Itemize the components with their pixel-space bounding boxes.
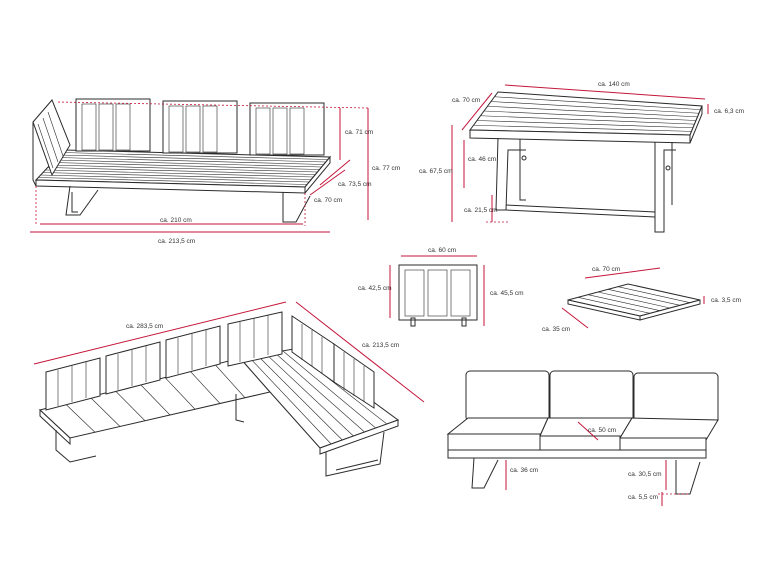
cushioned-sofa-figure: ca. 50 cm ca. 36 cm ca. 30,5 cm ca. 5,5 … [446, 370, 719, 506]
slat-line [494, 96, 701, 110]
cushioned-seat-cushions [446, 417, 719, 455]
table-top-thickness-label: ca. 6,3 cm [714, 108, 744, 115]
slat-line [214, 364, 246, 398]
corner-sofa-figure: ca. 283,5 cm ca. 213,5 cm [33, 301, 425, 477]
slat-line [617, 286, 691, 303]
sofa-dimensions [30, 101, 369, 233]
sofa-total-height-label: ca. 77 cm [372, 165, 400, 172]
sofa-backrest-1 [75, 98, 151, 152]
sofa-figure: ca. 71 cm ca. 77 cm ca. 73,5 cm ca. 70 c… [30, 98, 400, 245]
table-figure: ca. 140 cm ca. 70 cm ca. 6,3 cm ca. 67,5… [419, 81, 744, 233]
slat-line [64, 403, 96, 433]
cushioned-dimensions [505, 421, 690, 506]
slat-line [483, 110, 697, 121]
slat-line [40, 174, 310, 183]
sofa-backrest-2 [162, 100, 238, 154]
slat-line [476, 120, 694, 129]
cushioned-frame [447, 449, 707, 495]
slat-line [473, 124, 692, 132]
cushioned-leg-height-label: ca. 36 cm [510, 467, 538, 474]
slat-line [139, 383, 171, 416]
slat-line [189, 370, 221, 404]
slat-line [265, 353, 354, 437]
table-dimensions [451, 84, 709, 223]
sofa-depth-outer-label: ca. 73,5 cm [338, 181, 372, 188]
cushioned-foot-height-label: ca. 5,5 cm [628, 494, 658, 501]
corner-short-side-label: ca. 213,5 cm [362, 342, 399, 349]
slat-line [114, 390, 146, 421]
cushioned-back-cushions [465, 370, 719, 424]
slat-line [256, 354, 343, 441]
cushioned-seat-height-label: ca. 30,5 cm [628, 471, 662, 478]
slat-line [42, 172, 312, 180]
sofa-backrest-height-label: ca. 71 cm [345, 129, 373, 136]
slat-line [56, 157, 324, 165]
sofa-depth-inner-label: ca. 70 cm [314, 197, 342, 204]
table-foot-height-label: ca. 21,5 cm [464, 207, 498, 214]
slat-line [89, 396, 121, 427]
sofa-length-inner-label: ca. 210 cm [160, 217, 192, 224]
slat-line [490, 101, 700, 114]
table-depth-label: ca. 70 cm [452, 97, 480, 104]
corner-dimensions [33, 301, 425, 403]
table-top [469, 91, 703, 144]
slat-line [54, 159, 322, 168]
sofa-seat [34, 149, 332, 195]
cushioned-seat-depth-label: ca. 50 cm [588, 427, 616, 434]
slat-line [59, 154, 326, 163]
board-width-label: ca. 35 cm [542, 326, 570, 333]
table-width-label: ca. 140 cm [598, 81, 630, 88]
corner-long-backrests [45, 311, 283, 411]
table-total-height-label: ca. 67,5 cm [419, 168, 453, 175]
slat-line [248, 356, 332, 445]
slat-line [480, 115, 695, 125]
corner-long-side-label: ca. 283,5 cm [126, 323, 163, 330]
slat-line [282, 350, 376, 429]
sofa-legs [65, 185, 311, 223]
slat-line [274, 352, 365, 433]
corner-legs [55, 394, 385, 477]
slat-line [38, 177, 308, 185]
table-frame-height-label: ca. 46 cm [468, 156, 496, 163]
slat-line [45, 169, 314, 178]
slat-line [52, 162, 320, 170]
slat-line [164, 377, 196, 410]
slat-line [487, 105, 698, 118]
slat-line [61, 152, 328, 160]
sofa-backrest-3 [249, 102, 325, 156]
backrest-dimensions [389, 255, 485, 326]
backrest-height-right-label: ca. 45,5 cm [490, 290, 524, 297]
seat-board-figure: ca. 70 cm ca. 35 cm ca. 3,5 cm [542, 266, 741, 333]
backrest-panel-figure: ca. 60 cm ca. 42,5 cm ca. 45,5 cm [358, 247, 524, 327]
board-length-label: ca. 70 cm [592, 266, 620, 273]
sofa-length-outer-label: ca. 213,5 cm [158, 238, 195, 245]
slat-line [587, 294, 661, 311]
backrest-height-left-label: ca. 42,5 cm [358, 285, 392, 292]
slat-line [607, 289, 681, 306]
corner-side-backrests [291, 315, 375, 409]
board-thickness-label: ca. 3,5 cm [711, 297, 741, 304]
sofa-side-arm [32, 99, 71, 187]
board-dimensions [561, 267, 705, 329]
backrest-width-label: ca. 60 cm [428, 247, 456, 254]
slat-line [49, 164, 318, 173]
slat-line [577, 297, 651, 314]
slat-line [597, 291, 671, 309]
slat-line [47, 167, 316, 175]
table-frame [495, 137, 676, 233]
